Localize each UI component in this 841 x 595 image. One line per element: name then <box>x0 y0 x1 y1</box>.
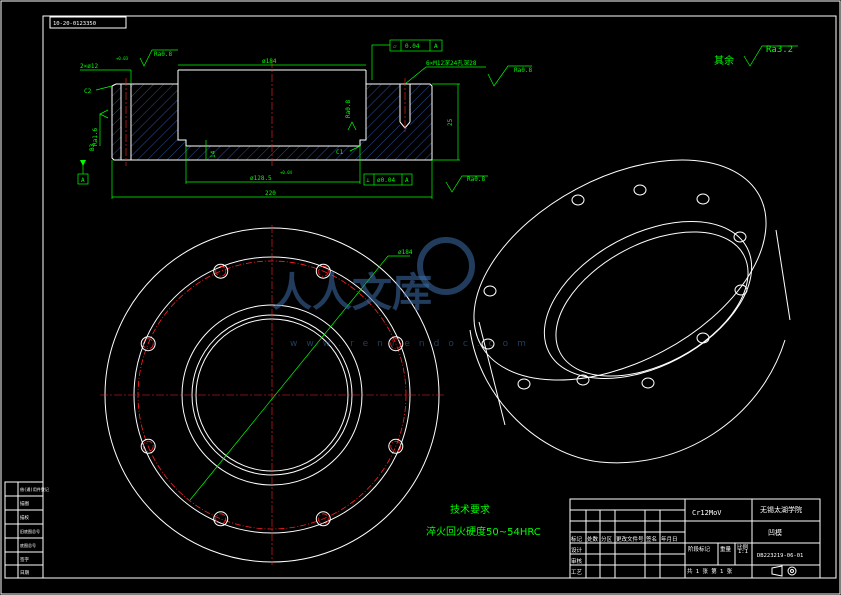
dim-holes: 6×M12深24孔深28 <box>426 59 477 67</box>
bolt-hole <box>140 438 156 454</box>
svg-text:描图: 描图 <box>20 500 29 507</box>
roughness-r2: Ra1.6 <box>92 128 99 146</box>
roughness-r3: Ra0.8 <box>345 100 352 118</box>
svg-text:工艺: 工艺 <box>571 569 583 576</box>
svg-text:签名: 签名 <box>646 535 657 543</box>
bolt-hole <box>213 263 229 279</box>
watermark-sub: www.renrendoc.com <box>290 339 535 349</box>
scale: 1:1 <box>738 549 748 555</box>
bolt-hole <box>140 336 156 352</box>
dim-height: 25 <box>447 118 454 126</box>
dim-b3: B3 <box>89 143 96 151</box>
code-box <box>49 16 127 29</box>
svg-text:比例: 比例 <box>737 543 749 551</box>
dim-d184: ø184 <box>262 58 277 65</box>
sheet: 共 1 张 第 1 张 <box>687 567 733 575</box>
svg-text:A: A <box>434 43 438 50</box>
section-view <box>111 60 433 168</box>
iso-bolt-hole <box>641 377 655 389</box>
iso-bolt-hole <box>571 194 585 206</box>
svg-text:▱: ▱ <box>393 43 397 50</box>
svg-text:处数: 处数 <box>587 535 599 543</box>
iso-holes <box>481 184 748 390</box>
finish-roughness: Ra3.2 <box>766 45 793 55</box>
bolt-holes <box>140 263 404 527</box>
dim-width-220: 220 <box>265 190 276 197</box>
svg-text:A: A <box>81 177 85 184</box>
code-box-text: 10-20-0123350 <box>53 21 96 27</box>
svg-text:描校: 描校 <box>20 514 29 521</box>
section-dimensions: ø184 ø128.5 +0.04 220 25 14 2×ø12 +0.03 … <box>80 56 486 199</box>
svg-text:底图总号: 底图总号 <box>20 542 36 548</box>
svg-text:重量: 重量 <box>720 545 732 553</box>
dim-counterbore: 2×ø12 <box>80 63 98 70</box>
title-block: Cr12MoV 无锡太湖学院 凹模 DB223219-06-01 1:1 共 1… <box>569 498 821 579</box>
iso-side <box>469 329 786 464</box>
gdt-frames: ▱ 0.04 A ⊥ ø0.04 A A <box>77 39 443 186</box>
svg-text:年月日: 年月日 <box>661 535 678 543</box>
material: Cr12MoV <box>692 509 722 517</box>
dim-d128: ø128.5 <box>250 175 272 182</box>
iso-bolt-hole <box>483 285 497 297</box>
svg-text:签字: 签字 <box>20 556 29 563</box>
finish-label: 其余 <box>714 54 734 67</box>
svg-text:日期: 日期 <box>20 570 29 576</box>
svg-text:标记: 标记 <box>571 535 583 543</box>
svg-text:审核: 审核 <box>571 557 583 565</box>
plan-view: ø184 <box>100 225 444 565</box>
iso-bolt-hole <box>696 332 710 344</box>
drawing-number: DB223219-06-01 <box>757 553 803 559</box>
part-name: 凹模 <box>768 528 782 537</box>
watermark: 人人文库 www.renrendoc.com <box>272 237 535 349</box>
watermark-main: 人人文库 <box>272 270 432 316</box>
iso-bolt-hole <box>734 284 748 296</box>
svg-text:借(通)用件登记: 借(通)用件登记 <box>20 486 49 492</box>
iso-bolt-hole <box>517 378 531 390</box>
iso-top-face <box>473 159 767 381</box>
bolt-hole <box>388 336 404 352</box>
roughness-symbols: Ra0.8 Ra1.6 Ra0.8 Ra0.8 Ra0.8 <box>92 49 532 193</box>
svg-text:0.04: 0.04 <box>405 43 420 50</box>
notes-line: 淬火回火硬度50~54HRC <box>426 525 541 538</box>
iso-bolt-hole <box>481 338 495 350</box>
roughness-r5: Ra0.8 <box>467 176 485 183</box>
iso-bolt-hole <box>733 231 747 243</box>
iso-bolt-hole <box>696 193 710 205</box>
svg-text:旧底图总号: 旧底图总号 <box>20 528 40 534</box>
inner-border <box>42 15 837 579</box>
dim-depth-14: 14 <box>210 150 217 158</box>
section-outline <box>111 83 433 161</box>
runout-frame <box>363 173 413 186</box>
svg-text:分区: 分区 <box>601 535 613 543</box>
dim-counterbore-tol: +0.03 <box>116 56 129 61</box>
isometric-view <box>469 159 791 464</box>
bolt-hole <box>315 511 331 527</box>
bolt-hole <box>388 438 404 454</box>
notes-title: 技术要求 <box>450 503 490 516</box>
svg-text:A: A <box>405 177 409 184</box>
bolt-hole <box>213 511 229 527</box>
svg-text:⊥: ⊥ <box>366 177 370 184</box>
dim-d128-tol: +0.04 <box>280 170 293 175</box>
roughness-r1: Ra0.8 <box>154 51 172 58</box>
svg-text:设计: 设计 <box>571 546 583 554</box>
roughness-r4: Ra0.8 <box>514 67 532 74</box>
bolt-hole <box>315 263 331 279</box>
iso-bolt-hole <box>633 184 647 196</box>
side-block: 借(通)用件登记 描图 描校 旧底图总号 底图总号 签字 日期 <box>4 481 49 579</box>
svg-text:ø0.04: ø0.04 <box>377 177 395 184</box>
chamfer-c2: C2 <box>84 88 92 95</box>
school: 无锡太湖学院 <box>760 505 802 514</box>
svg-text:更改文件号: 更改文件号 <box>616 535 644 543</box>
iso-bolt-hole <box>576 374 590 386</box>
dim-d184-plan: ø184 <box>398 249 413 256</box>
chamfer-c1: C1 <box>336 149 344 156</box>
svg-text:阶段标记: 阶段标记 <box>688 545 711 553</box>
flatness-frame <box>389 39 443 52</box>
